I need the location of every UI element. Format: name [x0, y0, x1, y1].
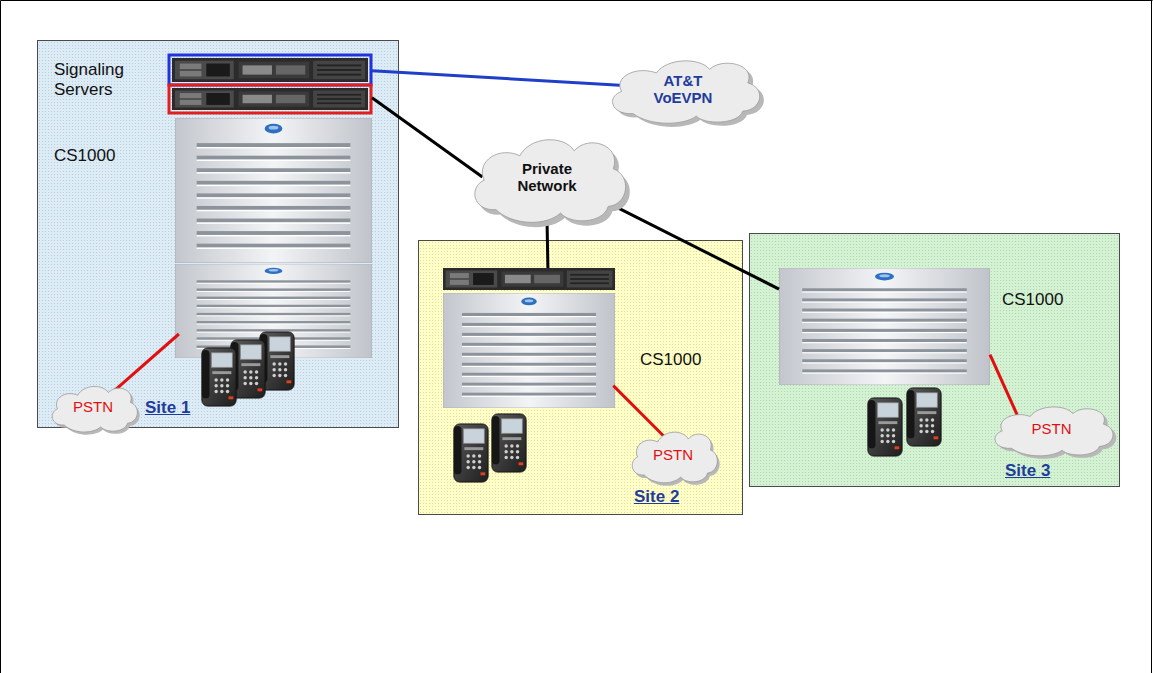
- site-box: Site 3 CS1000PSTN: [749, 233, 1120, 487]
- node-label: CS1000: [640, 350, 701, 370]
- signaling-servers: Signaling Servers: [50, 54, 372, 114]
- cabinet-image: [443, 293, 615, 408]
- frame-line: [1151, 1, 1152, 673]
- cloud-label: PSTN: [653, 446, 693, 463]
- network-cloud: AT&T VoEVPN: [600, 52, 766, 126]
- cloud-outline: [995, 407, 1113, 456]
- site-box: Site 1 Signaling ServersCS1000PSTN: [37, 40, 399, 428]
- node-label: CS1000: [54, 146, 115, 166]
- server-image: [172, 88, 368, 110]
- site-box: Site 2 CS1000PSTN: [418, 240, 743, 515]
- cloud-text-area: Private Network: [462, 128, 632, 226]
- network-link: [546, 219, 550, 268]
- pstn-cloud: PSTN: [625, 425, 721, 485]
- site-label: Site 1: [145, 398, 190, 418]
- cloud-label: AT&T VoEVPN: [643, 72, 723, 107]
- phone-image: [202, 348, 236, 406]
- site-label: Site 3: [1005, 461, 1050, 481]
- cloud-label: Private Network: [507, 160, 587, 195]
- phone-image: [492, 414, 526, 472]
- cloud-label: PSTN: [1031, 420, 1071, 437]
- cloud-text-area: PSTN: [985, 400, 1118, 458]
- node-label: Signaling Servers: [54, 60, 154, 99]
- network-link: [114, 334, 179, 391]
- cs1000-cabinet: CS1000: [443, 268, 615, 408]
- phone-image: [868, 398, 902, 456]
- frame-line: [1, 0, 1153, 1]
- cloud-label: PSTN: [73, 398, 113, 415]
- pstn-cloud: PSTN: [985, 400, 1118, 458]
- server-highlight: [169, 85, 371, 113]
- cloud-outline: [52, 386, 137, 432]
- cloud-outline: [613, 61, 760, 123]
- cloud-text-area: PSTN: [625, 425, 721, 485]
- network-link: [372, 71, 620, 86]
- cloud-outline: [632, 432, 717, 483]
- phone-image: [454, 424, 488, 482]
- phone-image: [907, 388, 941, 446]
- network-link: [615, 206, 779, 289]
- cloud-text-area: PSTN: [45, 380, 141, 434]
- cs1000-cabinet: CS1000: [779, 268, 990, 385]
- pstn-cloud: PSTN: [45, 380, 141, 434]
- site-label: Site 2: [634, 487, 679, 507]
- network-link: [613, 386, 663, 436]
- network-cloud: Private Network: [462, 128, 632, 226]
- server-image: [443, 268, 615, 290]
- cloud-text-area: AT&T VoEVPN: [600, 52, 766, 126]
- cs1000-cabinet: CS1000: [175, 118, 372, 358]
- node-label: CS1000: [1002, 290, 1063, 310]
- server-highlight: [169, 55, 371, 85]
- server-image: [172, 58, 368, 82]
- network-link: [372, 98, 482, 177]
- frame-line: [0, 1, 1, 673]
- cabinet-image: [779, 268, 990, 385]
- cloud-outline: [475, 140, 626, 223]
- network-link: [990, 355, 1018, 418]
- cabinet-image: [175, 118, 372, 263]
